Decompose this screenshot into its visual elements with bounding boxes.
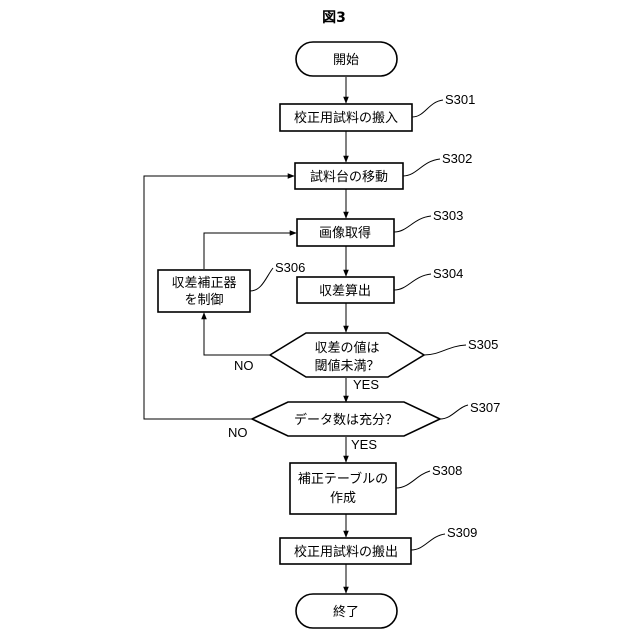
step-label-s308: S308 [432,463,462,478]
s307-no-label: NO [228,425,248,440]
leader-s307 [440,405,468,419]
step-label-s301: S301 [445,92,475,107]
process-s308: 補正テーブルの 作成 [290,463,396,514]
s305-yes-label: YES [353,377,379,392]
process-s303: 画像取得 [297,219,394,246]
process-s302-label: 試料台の移動 [310,169,388,185]
figure-title: 図3 [322,10,346,26]
decision-s305-line2: 閾値未満？ [314,358,379,374]
step-label-s303: S303 [433,208,463,223]
end-label: 終了 [333,604,359,620]
process-s303-label: 画像取得 [319,225,371,241]
step-label-s307: S307 [470,400,500,415]
connector-s305-no-to-s306 [204,313,270,355]
s305-no-label: NO [234,358,254,373]
process-s306: 収差補正器 を制御 [158,270,250,312]
decision-s305-line1: 収差の値は [314,340,379,356]
step-label-s306: S306 [275,260,305,275]
end-terminator: 終了 [296,594,397,628]
process-s308-line1: 補正テーブルの [298,471,388,487]
process-s306-line1: 収差補正器 [171,276,236,291]
start-label: 開始 [333,53,359,68]
start-terminator: 開始 [296,42,397,76]
process-s302: 試料台の移動 [295,163,403,189]
leader-s308 [396,471,430,488]
step-label-s302: S302 [442,151,472,166]
process-s301-label: 校正用試料の搬入 [294,110,398,126]
step-label-s309: S309 [447,525,477,540]
decision-s307-label: データ数は充分？ [294,412,398,428]
decision-s305: 収差の値は 閾値未満？ [270,333,424,377]
step-label-s304: S304 [433,266,463,281]
leader-s301 [412,100,443,117]
process-s308-line2: 作成 [330,491,356,506]
leader-s303 [394,216,431,232]
s307-yes-label: YES [351,437,377,452]
process-s306-line2: を制御 [184,293,223,308]
step-label-s305: S305 [468,337,498,352]
leader-s305 [424,345,466,355]
decision-s307: データ数は充分？ [252,402,440,436]
leader-s302 [403,159,440,176]
process-s301: 校正用試料の搬入 [280,104,412,131]
process-s309-label: 校正用試料の搬出 [294,544,398,560]
leader-s304 [394,274,431,290]
process-s309: 校正用試料の搬出 [280,538,411,564]
process-s304: 収差算出 [297,277,394,303]
leader-s309 [411,534,445,550]
process-s304-label: 収差算出 [319,284,371,299]
leader-s306 [250,268,273,291]
